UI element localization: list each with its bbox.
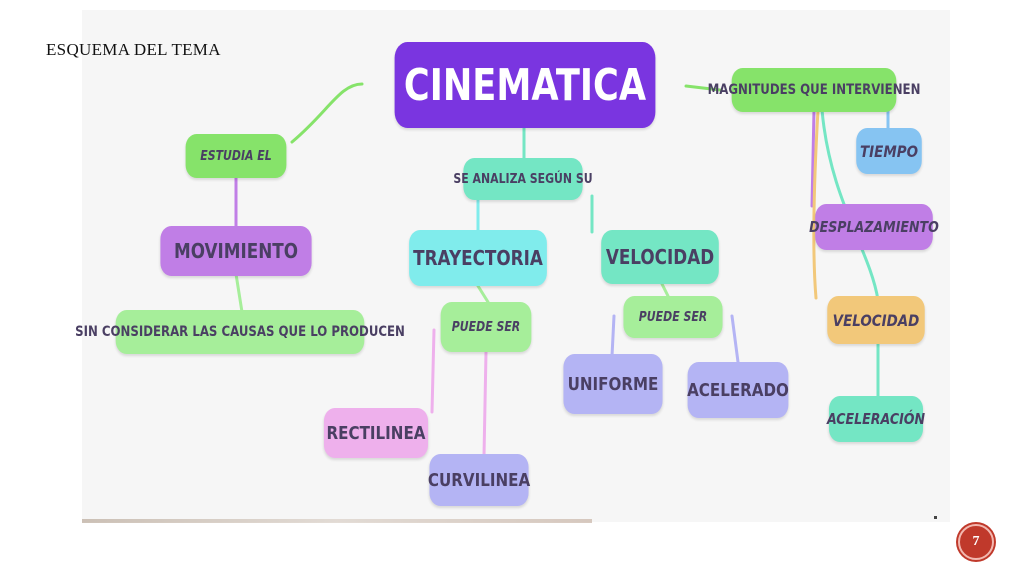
link-velocidad-puede — [660, 282, 670, 298]
image-bottom-strip — [82, 519, 592, 523]
node-desplazamiento: DESPLAZAMIENTO — [809, 204, 939, 250]
link-magnitudes-velocidad — [812, 108, 820, 300]
link-puede-acelerado — [730, 314, 740, 364]
node-uniforme: UNIFORME — [563, 354, 663, 414]
node-trayectoria: TRAYECTORIA — [409, 230, 547, 286]
node-sin-considerar: SIN CONSIDERAR LAS CAUSAS QUE LO PRODUCE… — [75, 310, 405, 354]
link-root-estudia — [290, 82, 364, 144]
link-movimiento-sin — [234, 272, 244, 314]
link-puede-uniforme — [610, 314, 616, 358]
node-movimiento: MOVIMIENTO — [160, 226, 312, 276]
node-tiempo: TIEMPO — [856, 128, 922, 174]
node-magnitud-velocidad: VELOCIDAD — [827, 296, 925, 344]
node-estudia-el: ESTUDIA EL — [185, 134, 287, 178]
link-trayectoria-puede — [476, 284, 490, 304]
link-puede-curvilinea — [482, 350, 488, 458]
node-velocidad: VELOCIDAD — [601, 230, 719, 284]
node-acelerado: ACELERADO — [687, 362, 789, 418]
node-rectilinea: RECTILINEA — [323, 408, 429, 458]
node-trayectoria-puede-ser: PUEDE SER — [440, 302, 532, 352]
node-cinematica: CINEMATICA — [394, 42, 656, 128]
node-curvilinea: CURVILINEA — [428, 454, 530, 506]
link-puede-rectilinea — [430, 328, 436, 414]
image-corner-mark — [934, 516, 937, 519]
page-number-badge: 7 — [958, 524, 994, 560]
node-aceleracion: ACELERACIÓN — [827, 396, 925, 442]
link-magnitudes-desplazamiento — [810, 108, 816, 208]
slide-title: ESQUEMA DEL TEMA — [46, 40, 221, 59]
node-magnitudes: MAGNITUDES QUE INTERVIENEN — [708, 68, 920, 112]
node-se-analiza: SE ANALIZA SEGÚN SU — [453, 158, 593, 200]
link-root-magnitudes — [684, 84, 722, 92]
node-velocidad-puede-ser: PUEDE SER — [623, 296, 723, 338]
